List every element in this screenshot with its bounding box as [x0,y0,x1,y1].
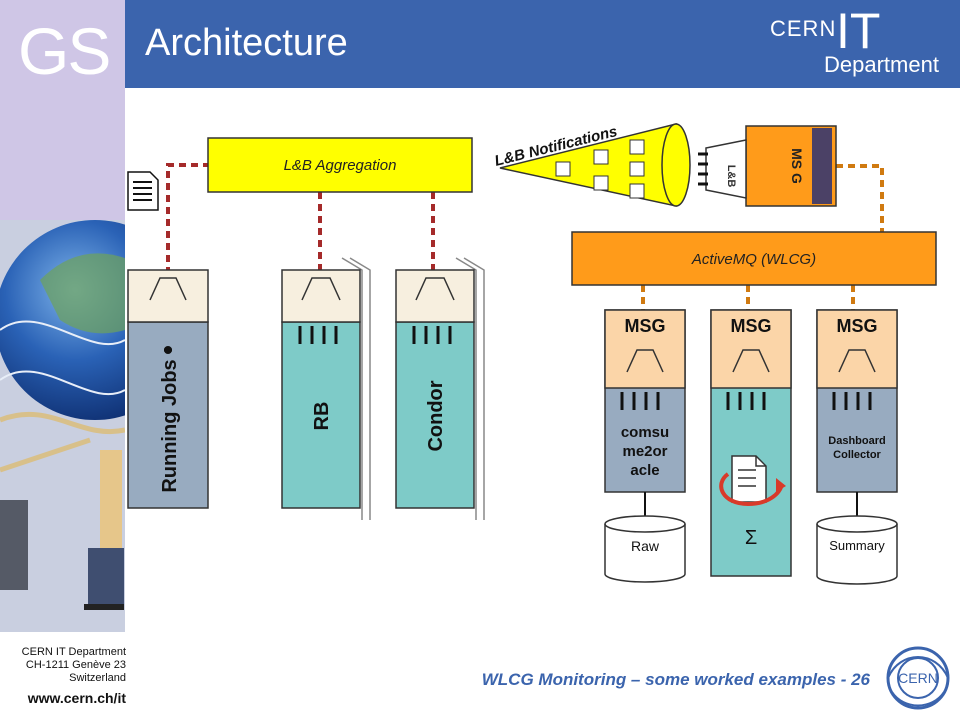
cern-url: www.cern.ch/it [27,690,126,706]
cern-it-department-logo: CERN IT Department [770,3,952,80]
consumer-sigma-store: Σ [745,527,757,549]
lb-notifications-cone [499,123,691,207]
consumer-summary [816,309,898,585]
address-line-3: Switzerland [69,672,126,684]
running-jobs-label: Running Jobs [159,359,181,492]
activemq-label: ActiveMQ (WLCG) [691,251,816,268]
brand-it: IT [836,3,881,59]
source-condor [395,257,485,520]
consumer-raw-header: MSG [624,316,665,336]
lb-aggregation-label: L&B Aggregation [284,157,397,174]
sidebar: GS [0,0,125,632]
consumer-raw [604,309,686,583]
rb-label: RB [311,402,333,431]
cern-logo-text: CERN [898,670,938,686]
condor-label: Condor [425,380,447,451]
cern-logo-icon: CERN [886,646,950,710]
brand-department: Department [824,52,939,77]
lb-plug-label: L&B [725,165,737,188]
consumer-sigma-header: MSG [730,316,771,336]
page-title: Architecture [145,22,348,64]
msg-device [698,125,837,207]
header-bar: Architecture CERN IT Department [125,0,960,88]
msg-device-label: MS G [789,148,805,184]
address-line-1: CERN IT Department [21,646,126,658]
activemq-bar [571,231,937,286]
cern-address: CERN IT Department CH-1211 Genève 23 Swi… [4,646,126,685]
gs-logo: GS [18,14,111,88]
footer-caption: WLCG Monitoring – some worked examples -… [481,670,870,689]
address-line-2: CH-1211 Genève 23 [25,659,126,671]
brand-cern: CERN [770,16,837,41]
consumer-raw-store: Raw [631,538,660,554]
source-rb [281,257,371,520]
document-icon [127,171,159,211]
consumer-summary-store: Summary [829,538,885,553]
source-running-jobs [127,269,209,509]
consumer-sigma [710,309,792,577]
globe-illustration [0,220,125,632]
dashed-connectors [166,163,435,270]
consumer-summary-header: MSG [836,316,877,336]
orange-connectors [641,164,884,310]
lb-aggregation-box [207,137,473,193]
